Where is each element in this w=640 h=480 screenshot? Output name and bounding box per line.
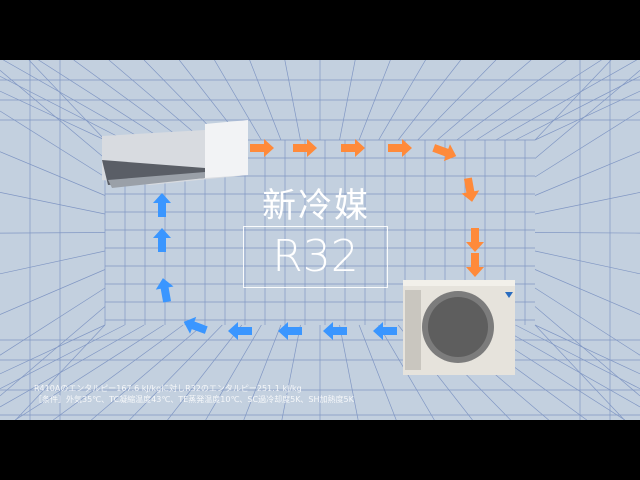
grid-line <box>534 110 640 178</box>
title-text: 新冷媒 <box>262 186 370 226</box>
grid-line <box>534 269 640 315</box>
grid-line <box>281 324 301 420</box>
grid-line <box>0 151 106 196</box>
hot-flow-arrow <box>461 177 480 202</box>
hot-flow-arrow <box>388 139 412 157</box>
grid-line <box>52 324 184 420</box>
indoor-unit <box>102 120 248 188</box>
video-frame: 新冷媒 R32 R410Aのエンタルピー167.6 kJ/kgに対しR32のエン… <box>0 60 640 420</box>
grid-line <box>534 287 640 356</box>
grid-line <box>534 306 640 397</box>
outdoor-unit <box>403 280 515 375</box>
grid-line <box>167 324 243 420</box>
grid-line <box>534 250 640 275</box>
grid-line <box>0 324 145 408</box>
grid-line <box>534 324 640 375</box>
cold-flow-arrow <box>153 228 171 252</box>
brand-logo-icon <box>505 292 513 298</box>
cold-flow-arrow <box>373 322 397 340</box>
cold-flow-arrow <box>153 193 171 217</box>
grid-line <box>534 70 640 159</box>
grid-line <box>339 324 359 420</box>
cold-flow-arrow <box>323 322 347 340</box>
grid-line <box>0 110 106 178</box>
hot-flow-arrow <box>466 253 484 277</box>
refrigerant-label: R32 <box>243 226 388 288</box>
grid-line <box>0 324 125 390</box>
grid-line <box>0 70 106 159</box>
grid-line <box>0 75 125 141</box>
grid-line <box>0 324 106 375</box>
grid-line <box>358 324 397 420</box>
grid-line <box>0 232 106 234</box>
grid-line <box>495 324 640 408</box>
grid-line <box>0 90 106 141</box>
grid-line <box>129 324 223 420</box>
hot-flow-arrow <box>250 139 274 157</box>
footnote-line-1: R410Aのエンタルピー167.6 kJ/kgに対しR32のエンタルピー251.… <box>34 384 302 393</box>
cold-flow-arrow <box>228 322 252 340</box>
grid-line <box>0 287 106 356</box>
refrigerant-cycle-scene <box>0 60 640 420</box>
cold-flow-arrow <box>155 278 174 303</box>
grid-line <box>534 192 640 215</box>
grid-line <box>515 75 640 141</box>
hot-flow-arrow <box>466 228 484 252</box>
grid-line <box>515 324 640 390</box>
grid-line <box>534 90 640 141</box>
grid-line <box>534 151 640 196</box>
hot-flow-arrow <box>293 139 317 157</box>
grid-line <box>0 269 106 315</box>
hot-flow-arrow <box>341 139 365 157</box>
hot-flow-arrow <box>432 144 457 162</box>
grid-line <box>243 324 282 420</box>
cold-flow-arrow <box>183 316 208 334</box>
grid-line <box>0 306 106 397</box>
grid-line <box>14 324 164 420</box>
grid-line <box>91 324 203 420</box>
grid-line <box>0 250 106 275</box>
grid-line <box>534 232 640 234</box>
grid-line <box>0 192 106 215</box>
cold-flow-arrow <box>278 322 302 340</box>
grid-line <box>205 324 262 420</box>
footnote-line-2: ［条件］外気35℃、TC凝縮温度43℃、TE蒸発温度10℃、SC過冷却度5K、S… <box>34 395 354 404</box>
